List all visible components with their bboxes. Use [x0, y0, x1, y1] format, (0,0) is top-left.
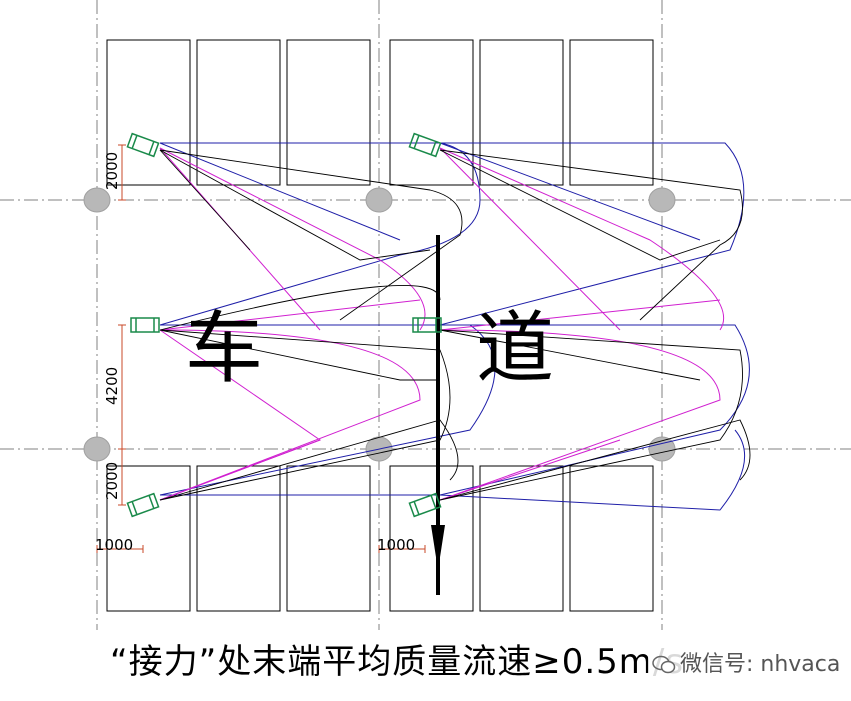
column: [648, 436, 676, 462]
dim-left-offset-a: 1000: [95, 536, 133, 554]
parking-stalls-top: [106, 39, 654, 186]
jet-fan: [408, 132, 442, 158]
column: [83, 187, 111, 213]
jet-fans: [126, 132, 442, 518]
watermark-text: 微信号: nhvaca: [680, 652, 841, 677]
dim-top-gap: 2000: [103, 152, 121, 190]
parking-stalls-bottom: [106, 465, 654, 612]
wechat-icon: [652, 655, 676, 674]
jet-fan: [126, 132, 160, 158]
caption: “接力”处末端平均质量流速≥0.5m/s: [110, 642, 685, 682]
watermark: 微信号: nhvaca: [648, 646, 845, 678]
road-char-1: 车: [185, 304, 263, 394]
airflow-direction-arrow: [431, 235, 445, 595]
road-label: 车 道: [185, 304, 554, 394]
airflow-magenta: [159, 147, 725, 501]
airflow-black: [159, 149, 751, 501]
dimension-lines: [96, 144, 426, 553]
dim-bottom-gap: 2000: [103, 462, 121, 500]
dim-middle-gap: 4200: [103, 367, 121, 405]
axis-lines: [0, 0, 851, 630]
column: [648, 187, 676, 213]
dim-left-offset-b: 1000: [377, 536, 415, 554]
airflow-blue: [159, 142, 750, 511]
jet-fan: [408, 492, 442, 518]
road-char-2: 道: [476, 304, 554, 394]
columns: [83, 187, 676, 462]
column: [83, 436, 111, 462]
column: [365, 187, 393, 213]
jet-fan: [126, 492, 160, 518]
jet-fan: [412, 317, 442, 333]
jet-fan: [130, 317, 160, 333]
dimension-labels: 2000 4200 2000 1000 1000: [95, 152, 415, 554]
